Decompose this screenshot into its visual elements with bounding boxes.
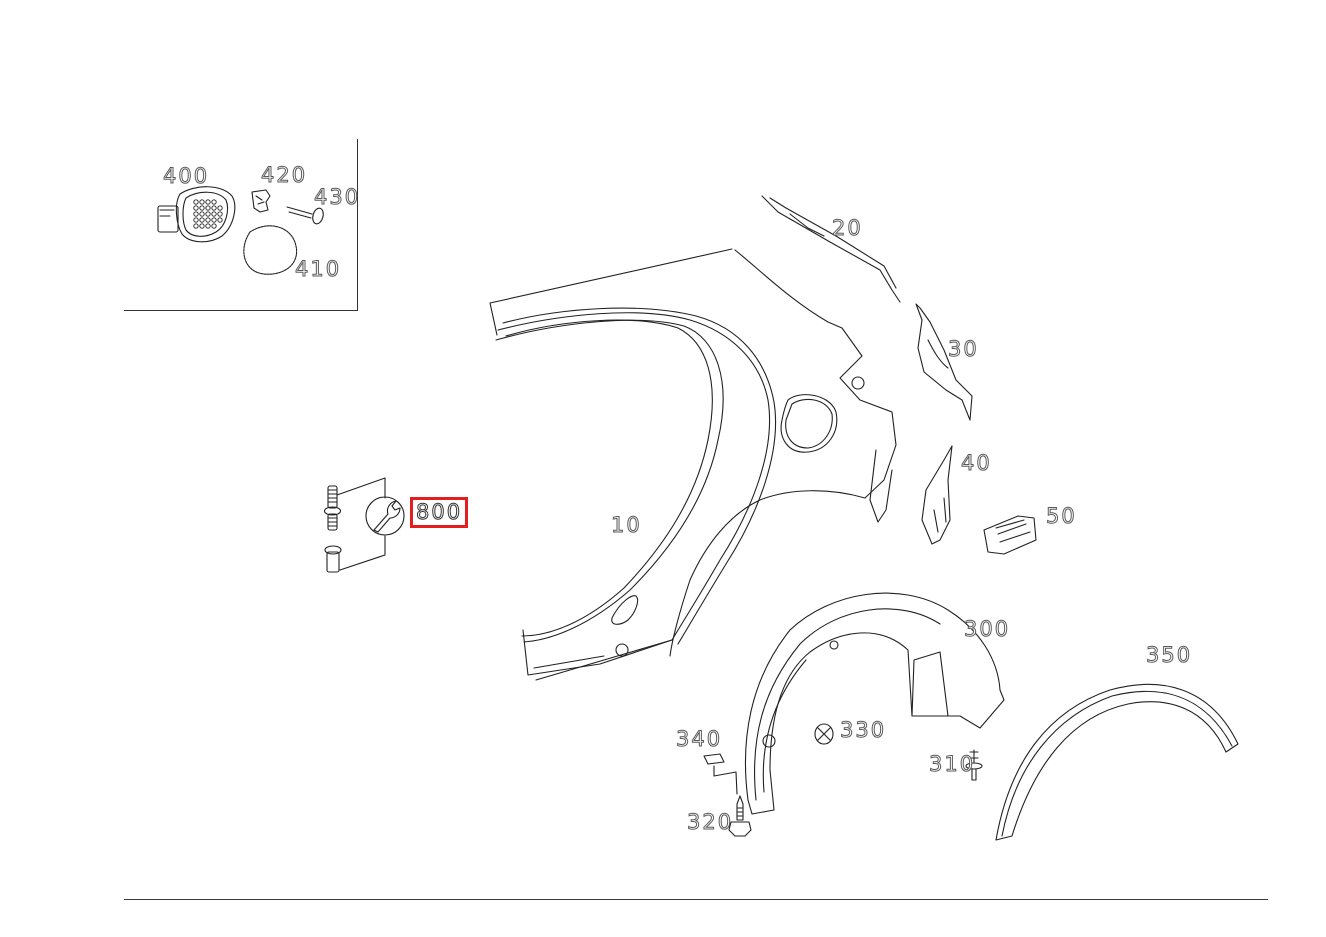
inset-frame xyxy=(124,139,358,311)
callout-10[interactable]: 10 xyxy=(611,513,642,537)
part-20-trim-strip xyxy=(761,195,901,303)
part-310-clip xyxy=(965,749,983,781)
part-40-reinforcement xyxy=(921,445,953,545)
part-30-bracket xyxy=(915,303,973,421)
part-410-seal-ring xyxy=(243,225,298,275)
part-420-clip xyxy=(251,189,271,213)
part-50-vent-grille xyxy=(983,515,1037,555)
callout-50[interactable]: 50 xyxy=(1046,504,1077,528)
callout-400[interactable]: 400 xyxy=(162,164,210,188)
callout-430[interactable]: 430 xyxy=(313,185,361,209)
callout-420[interactable]: 420 xyxy=(260,163,308,187)
callout-330[interactable]: 330 xyxy=(839,718,887,742)
footer-divider xyxy=(124,899,1268,900)
callout-350[interactable]: 350 xyxy=(1145,643,1193,667)
callout-40[interactable]: 40 xyxy=(961,451,992,475)
part-430-pin xyxy=(286,206,324,225)
part-800-bolts xyxy=(323,477,405,573)
part-300-wheel-arch-liner xyxy=(744,592,1005,815)
part-350-wheel-arch-trim xyxy=(995,683,1239,841)
part-10-side-panel xyxy=(489,248,897,681)
part-320-screw xyxy=(728,795,752,837)
callout-310[interactable]: 310 xyxy=(928,752,976,776)
callout-300[interactable]: 300 xyxy=(963,617,1011,641)
callout-320[interactable]: 320 xyxy=(686,810,734,834)
callout-800-highlighted[interactable]: 800 xyxy=(410,497,469,528)
part-400-fuel-flap-housing xyxy=(157,186,236,243)
callout-340[interactable]: 340 xyxy=(675,727,723,751)
callout-30[interactable]: 30 xyxy=(948,337,979,361)
part-340-clip-nut xyxy=(703,753,738,795)
callout-20[interactable]: 20 xyxy=(832,216,863,240)
callout-410[interactable]: 410 xyxy=(294,257,342,281)
part-330-nut xyxy=(814,723,834,745)
